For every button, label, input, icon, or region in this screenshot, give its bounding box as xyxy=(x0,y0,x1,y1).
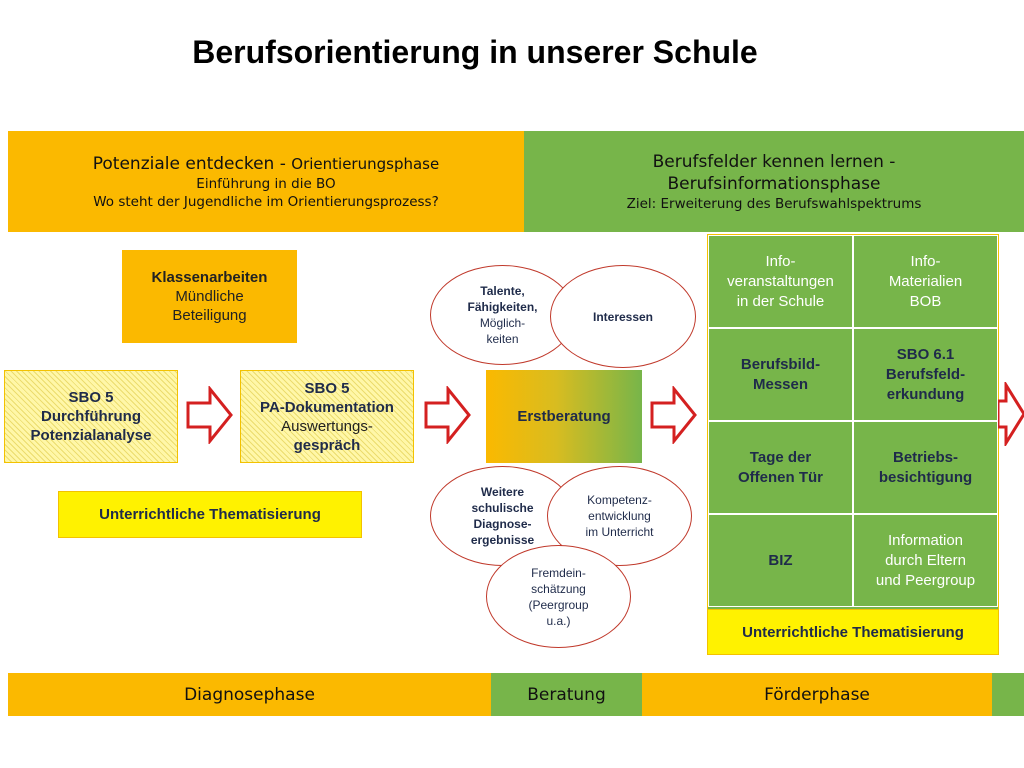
sbo5-dokumentation-box: SBO 5 PA-Dokumentation Auswertungs- gesp… xyxy=(240,370,414,463)
header-left-subtitle: Einführung in die BO xyxy=(196,175,336,192)
grid-biz: BIZ xyxy=(708,514,853,607)
unterricht-left-box: Unterrichtliche Thematisierung xyxy=(58,491,362,538)
header-information-phase: Berufsfelder kennen lernen - Berufsinfor… xyxy=(524,131,1024,232)
unterricht-right-box: Unterrichtliche Thematisierung xyxy=(707,609,999,655)
band-green-end xyxy=(992,673,1024,716)
erstberatung-box: Erstberatung xyxy=(486,370,642,463)
header-left-question: Wo steht der Jugendliche im Orientierung… xyxy=(93,193,439,210)
header-right-title: Berufsfelder kennen lernen - xyxy=(652,151,896,172)
arrow-right-icon xyxy=(998,382,1024,446)
oval-interessen: Interessen xyxy=(550,265,696,368)
band-diagnosephase: Diagnosephase xyxy=(8,673,491,716)
arrow-right-icon xyxy=(186,386,233,444)
header-right-goal: Ziel: Erweiterung des Berufswahlspektrum… xyxy=(626,195,922,212)
grid-info-materialien: Info- Materialien BOB xyxy=(853,235,998,328)
header-right-subtitle: Berufsinformationsphase xyxy=(667,173,881,194)
header-orientation-phase: Potenziale entdecken - Orientierungsphas… xyxy=(8,131,524,232)
sbo5-potenzialanalyse-box: SBO 5 Durchführung Potenzialanalyse xyxy=(4,370,178,463)
arrow-right-icon xyxy=(424,386,471,444)
page-title: Berufsorientierung in unserer Schule xyxy=(192,34,758,70)
grid-sbo61-berufsfelderkundung: SBO 6.1 Berufsfeld- erkundung xyxy=(853,328,998,421)
grid-tage-offene-tuer: Tage der Offenen Tür xyxy=(708,421,853,514)
grid-info-eltern-peergroup: Information durch Eltern und Peergroup xyxy=(853,514,998,607)
band-foerderphase: Förderphase xyxy=(642,673,992,716)
grid-berufsbild-messen: Berufsbild- Messen xyxy=(708,328,853,421)
oval-fremdeinschaetzung: Fremdein- schätzung (Peergroup u.a.) xyxy=(486,545,631,648)
klassenarbeiten-box: Klassenarbeiten Mündliche Beteiligung xyxy=(122,250,297,343)
grid-betriebsbesichtigung: Betriebs- besichtigung xyxy=(853,421,998,514)
grid-info-veranstaltungen: Info- veranstaltungen in der Schule xyxy=(708,235,853,328)
header-left-title: Potenziale entdecken - Orientierungsphas… xyxy=(92,153,440,174)
arrow-right-icon xyxy=(650,386,697,444)
band-beratung: Beratung xyxy=(491,673,642,716)
